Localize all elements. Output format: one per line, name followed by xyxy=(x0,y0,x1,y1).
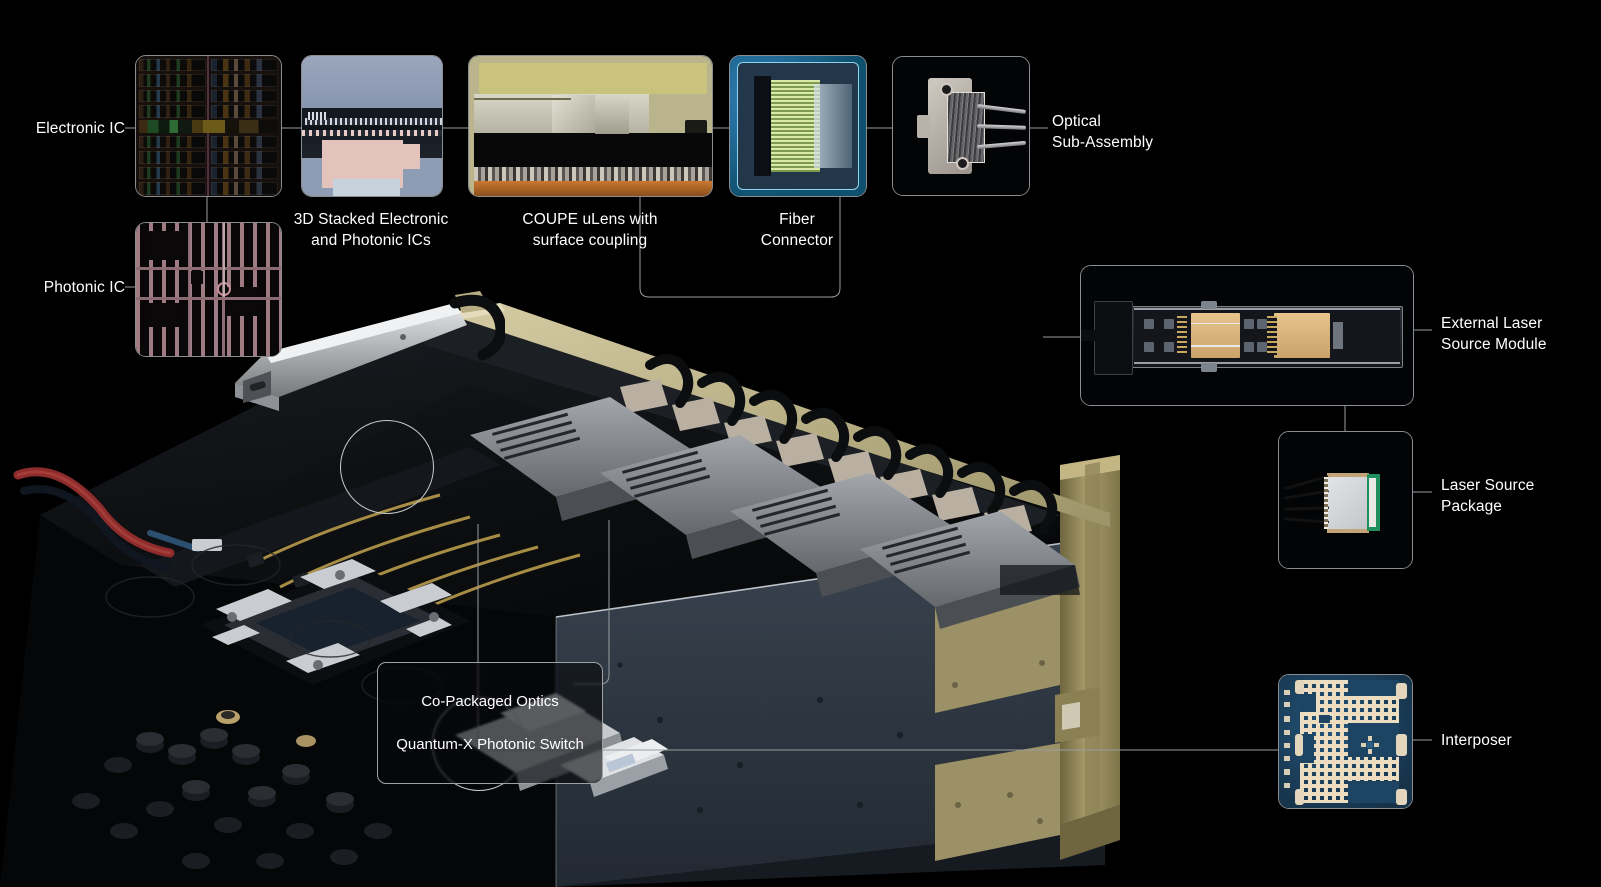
label-electronic-ic: Electronic IC xyxy=(35,120,125,137)
label-3d-stacked-ics: 3D Stacked Electronic and Photonic ICs xyxy=(293,211,449,249)
label-coupe-ulens: COUPE uLens with surface coupling xyxy=(522,211,658,249)
label-photonic-ic: Photonic IC xyxy=(43,279,125,296)
panel-coupe-ulens[interactable] xyxy=(468,55,713,197)
callout-line-2: Quantum-X Photonic Switch xyxy=(396,735,584,753)
label-interposer: Interposer xyxy=(1441,732,1512,749)
panel-external-laser-source-module[interactable] xyxy=(1080,265,1414,406)
panel-optical-sub-assembly[interactable] xyxy=(892,56,1030,196)
magnifier-circle-cpo-module xyxy=(340,420,434,514)
label-laser-source-package: Laser Source Package xyxy=(1441,477,1535,515)
panel-photonic-ic[interactable] xyxy=(135,222,282,357)
panel-laser-source-package[interactable] xyxy=(1278,431,1413,569)
callout-line-1: Co-Packaged Optics xyxy=(421,693,559,711)
panel-interposer[interactable] xyxy=(1278,674,1413,809)
label-fiber-connector: Fiber Connector xyxy=(760,211,834,249)
label-optical-sub-assembly: Optical Sub-Assembly xyxy=(1052,113,1154,151)
panel-3d-stacked-ics[interactable] xyxy=(301,55,443,197)
osfp-transceiver-module xyxy=(235,294,505,411)
panel-electronic-ic[interactable] xyxy=(135,55,282,197)
quantum-x-switch-chassis-photo xyxy=(0,265,1210,887)
callout-co-packaged-optics[interactable]: Co-Packaged Optics Quantum-X Photonic Sw… xyxy=(377,662,603,785)
panel-fiber-connector[interactable] xyxy=(729,55,867,197)
label-external-laser-source-module: External Laser Source Module xyxy=(1441,315,1547,353)
